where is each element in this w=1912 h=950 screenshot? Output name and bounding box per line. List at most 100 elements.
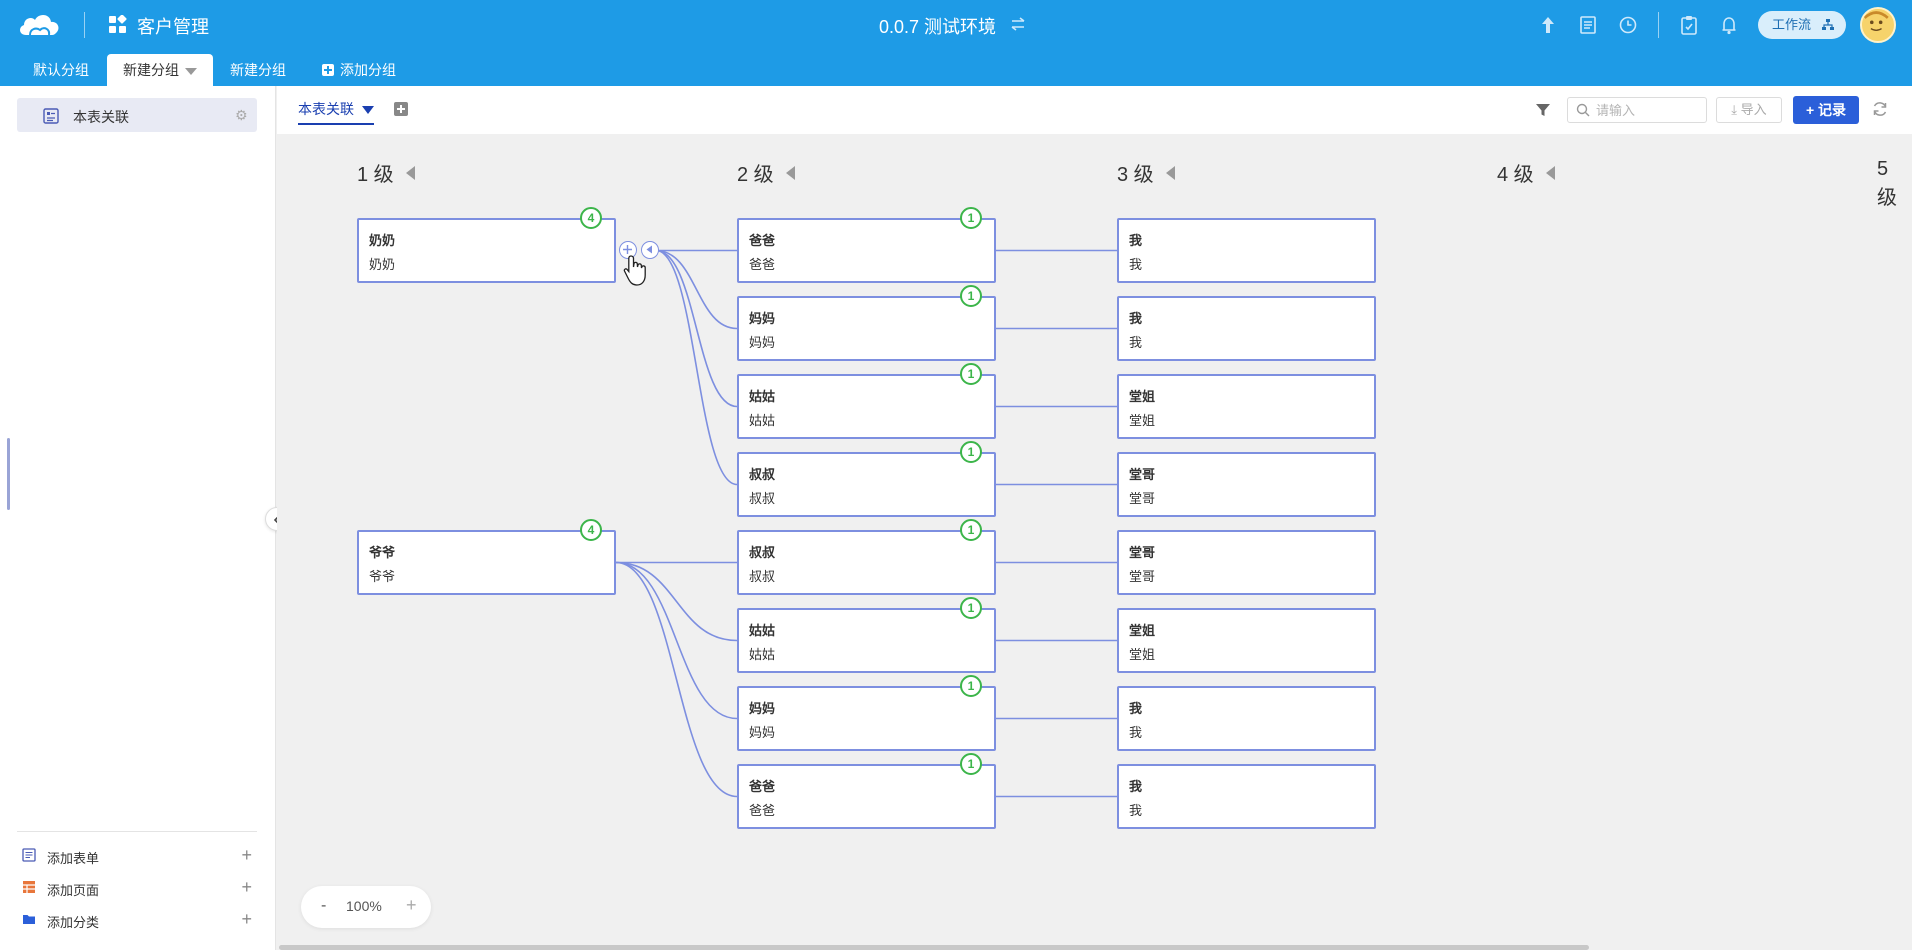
level-header-1[interactable]: 1 级 xyxy=(357,158,415,187)
import-button[interactable]: ⤓ 导入 xyxy=(1716,97,1782,123)
tab-new-group-active[interactable]: 新建分组 xyxy=(107,54,213,86)
tree-node[interactable]: 堂哥堂哥 xyxy=(1117,530,1376,595)
child-count-badge[interactable]: 1 xyxy=(960,285,982,307)
tree-node[interactable]: 妈妈妈妈 xyxy=(737,686,996,751)
child-count-badge[interactable]: 1 xyxy=(960,753,982,775)
plus-icon[interactable]: + xyxy=(241,845,252,865)
avatar[interactable] xyxy=(1860,7,1896,43)
clipboard-icon[interactable] xyxy=(1679,14,1699,36)
clock-icon[interactable] xyxy=(1618,14,1638,36)
tree-node[interactable]: 堂姐堂姐 xyxy=(1117,374,1376,439)
tree-node[interactable]: 爸爸爸爸 xyxy=(737,218,996,283)
tree-node[interactable]: 我我 xyxy=(1117,218,1376,283)
node-title: 叔叔 xyxy=(749,545,776,560)
zoom-in-button[interactable]: + xyxy=(406,895,417,915)
zoom-out-button[interactable]: - xyxy=(321,897,327,914)
add-icon xyxy=(322,64,334,76)
level-label: 5 级 xyxy=(1877,158,1897,209)
node-subtitle: 我 xyxy=(1129,725,1143,740)
workflow-icon xyxy=(1822,19,1834,30)
child-count-badge[interactable]: 1 xyxy=(960,519,982,541)
add-group-button[interactable]: 添加分组 xyxy=(306,54,412,86)
tree-node[interactable]: 奶奶奶奶 xyxy=(357,218,616,283)
level-header-4[interactable]: 4 级 xyxy=(1497,158,1555,187)
add-category-item[interactable]: 添加分类 + xyxy=(22,909,252,930)
footer-label: 添加分类 xyxy=(47,915,100,930)
upload-icon[interactable] xyxy=(1538,14,1558,36)
collapse-triangle-icon[interactable] xyxy=(785,166,795,180)
plus-icon[interactable]: + xyxy=(241,877,252,897)
level-header-5[interactable]: 5 级 xyxy=(1877,158,1912,210)
document-icon[interactable] xyxy=(1578,14,1598,36)
search-field[interactable] xyxy=(1567,97,1707,123)
horizontal-scrollbar[interactable] xyxy=(279,945,1589,950)
tree-node[interactable]: 我我 xyxy=(1117,686,1376,751)
tab-default-group[interactable]: 默认分组 xyxy=(17,54,105,86)
search-input[interactable] xyxy=(1596,101,1700,119)
node-subtitle: 爸爸 xyxy=(749,257,776,272)
collapse-triangle-icon[interactable] xyxy=(405,166,415,180)
add-view-button[interactable] xyxy=(394,102,408,116)
tree-node[interactable]: 爸爸爸爸 xyxy=(737,764,996,829)
add-record-button[interactable]: + 记录 xyxy=(1793,96,1859,124)
filter-icon[interactable] xyxy=(1534,101,1552,119)
tree-node[interactable]: 我我 xyxy=(1117,764,1376,829)
search-icon xyxy=(1576,103,1590,117)
collapse-triangle-icon[interactable] xyxy=(1165,166,1175,180)
add-child-control[interactable] xyxy=(619,241,637,259)
tree-node[interactable]: 妈妈妈妈 xyxy=(737,296,996,361)
tree-node[interactable]: 堂哥堂哥 xyxy=(1117,452,1376,517)
refresh-icon[interactable] xyxy=(1871,100,1889,118)
child-count-badge[interactable]: 1 xyxy=(960,207,982,229)
connection-lines xyxy=(615,249,1117,798)
node-title: 堂哥 xyxy=(1129,545,1156,560)
gear-icon[interactable]: ⚙ xyxy=(235,107,248,123)
plus-icon[interactable]: + xyxy=(241,909,252,929)
triangle-left-icon xyxy=(646,245,652,254)
import-label: 导入 xyxy=(1740,102,1767,117)
node-title: 奶奶 xyxy=(369,233,396,248)
bell-icon[interactable] xyxy=(1719,14,1739,36)
environment-title: 0.0.7 测试环境 xyxy=(879,17,997,37)
connection-line xyxy=(615,561,738,720)
node-subtitle: 堂哥 xyxy=(1129,569,1156,584)
add-page-item[interactable]: 添加页面 + xyxy=(22,877,252,898)
cloud-logo-icon[interactable] xyxy=(16,9,64,41)
node-subtitle: 我 xyxy=(1129,803,1143,818)
child-count-badge[interactable]: 4 xyxy=(580,519,602,541)
sidebar-item-table-relation[interactable]: 本表关联 ⚙ xyxy=(17,98,257,132)
level-header-3[interactable]: 3 级 xyxy=(1117,158,1175,187)
tree-node[interactable]: 我我 xyxy=(1117,296,1376,361)
child-count-badge[interactable]: 1 xyxy=(960,363,982,385)
tree-node[interactable]: 爷爷爷爷 xyxy=(357,530,616,595)
swap-icon[interactable] xyxy=(1008,14,1028,34)
collapse-children-control[interactable] xyxy=(641,241,659,259)
level-header-2[interactable]: 2 级 xyxy=(737,158,795,187)
tree-node[interactable]: 堂姐堂姐 xyxy=(1117,608,1376,673)
app-title[interactable]: 客户管理 xyxy=(137,17,209,37)
node-title: 堂哥 xyxy=(1129,467,1156,482)
tab-label: 新建分组 xyxy=(123,62,179,78)
add-form-item[interactable]: 添加表单 + xyxy=(22,845,252,866)
resize-handle[interactable] xyxy=(7,438,10,510)
tab-table-relation-view[interactable]: 本表关联 xyxy=(298,99,374,125)
chevron-down-icon[interactable] xyxy=(185,67,197,75)
tree-node[interactable]: 姑姑姑姑 xyxy=(737,374,996,439)
child-count-badge[interactable]: 1 xyxy=(960,675,982,697)
node-subtitle: 叔叔 xyxy=(749,569,776,584)
workflow-button[interactable]: 工作流 xyxy=(1758,11,1846,39)
tree-node[interactable]: 叔叔叔叔 xyxy=(737,452,996,517)
sidebar: 本表关联 ⚙ 添加表单 + 添加页面 + 添加分类 + xyxy=(0,86,276,950)
workflow-label: 工作流 xyxy=(1772,17,1812,32)
node-subtitle: 奶奶 xyxy=(369,257,396,272)
collapse-triangle-icon[interactable] xyxy=(1545,166,1555,180)
child-count-badge[interactable]: 1 xyxy=(960,441,982,463)
tree-node[interactable]: 姑姑姑姑 xyxy=(737,608,996,673)
tab-new-group[interactable]: 新建分组 xyxy=(214,54,302,86)
child-count-badge[interactable]: 1 xyxy=(960,597,982,619)
chevron-down-icon[interactable] xyxy=(362,106,374,115)
child-count-badge[interactable]: 4 xyxy=(580,207,602,229)
tree-node[interactable]: 叔叔叔叔 xyxy=(737,530,996,595)
folder-icon xyxy=(23,915,35,924)
